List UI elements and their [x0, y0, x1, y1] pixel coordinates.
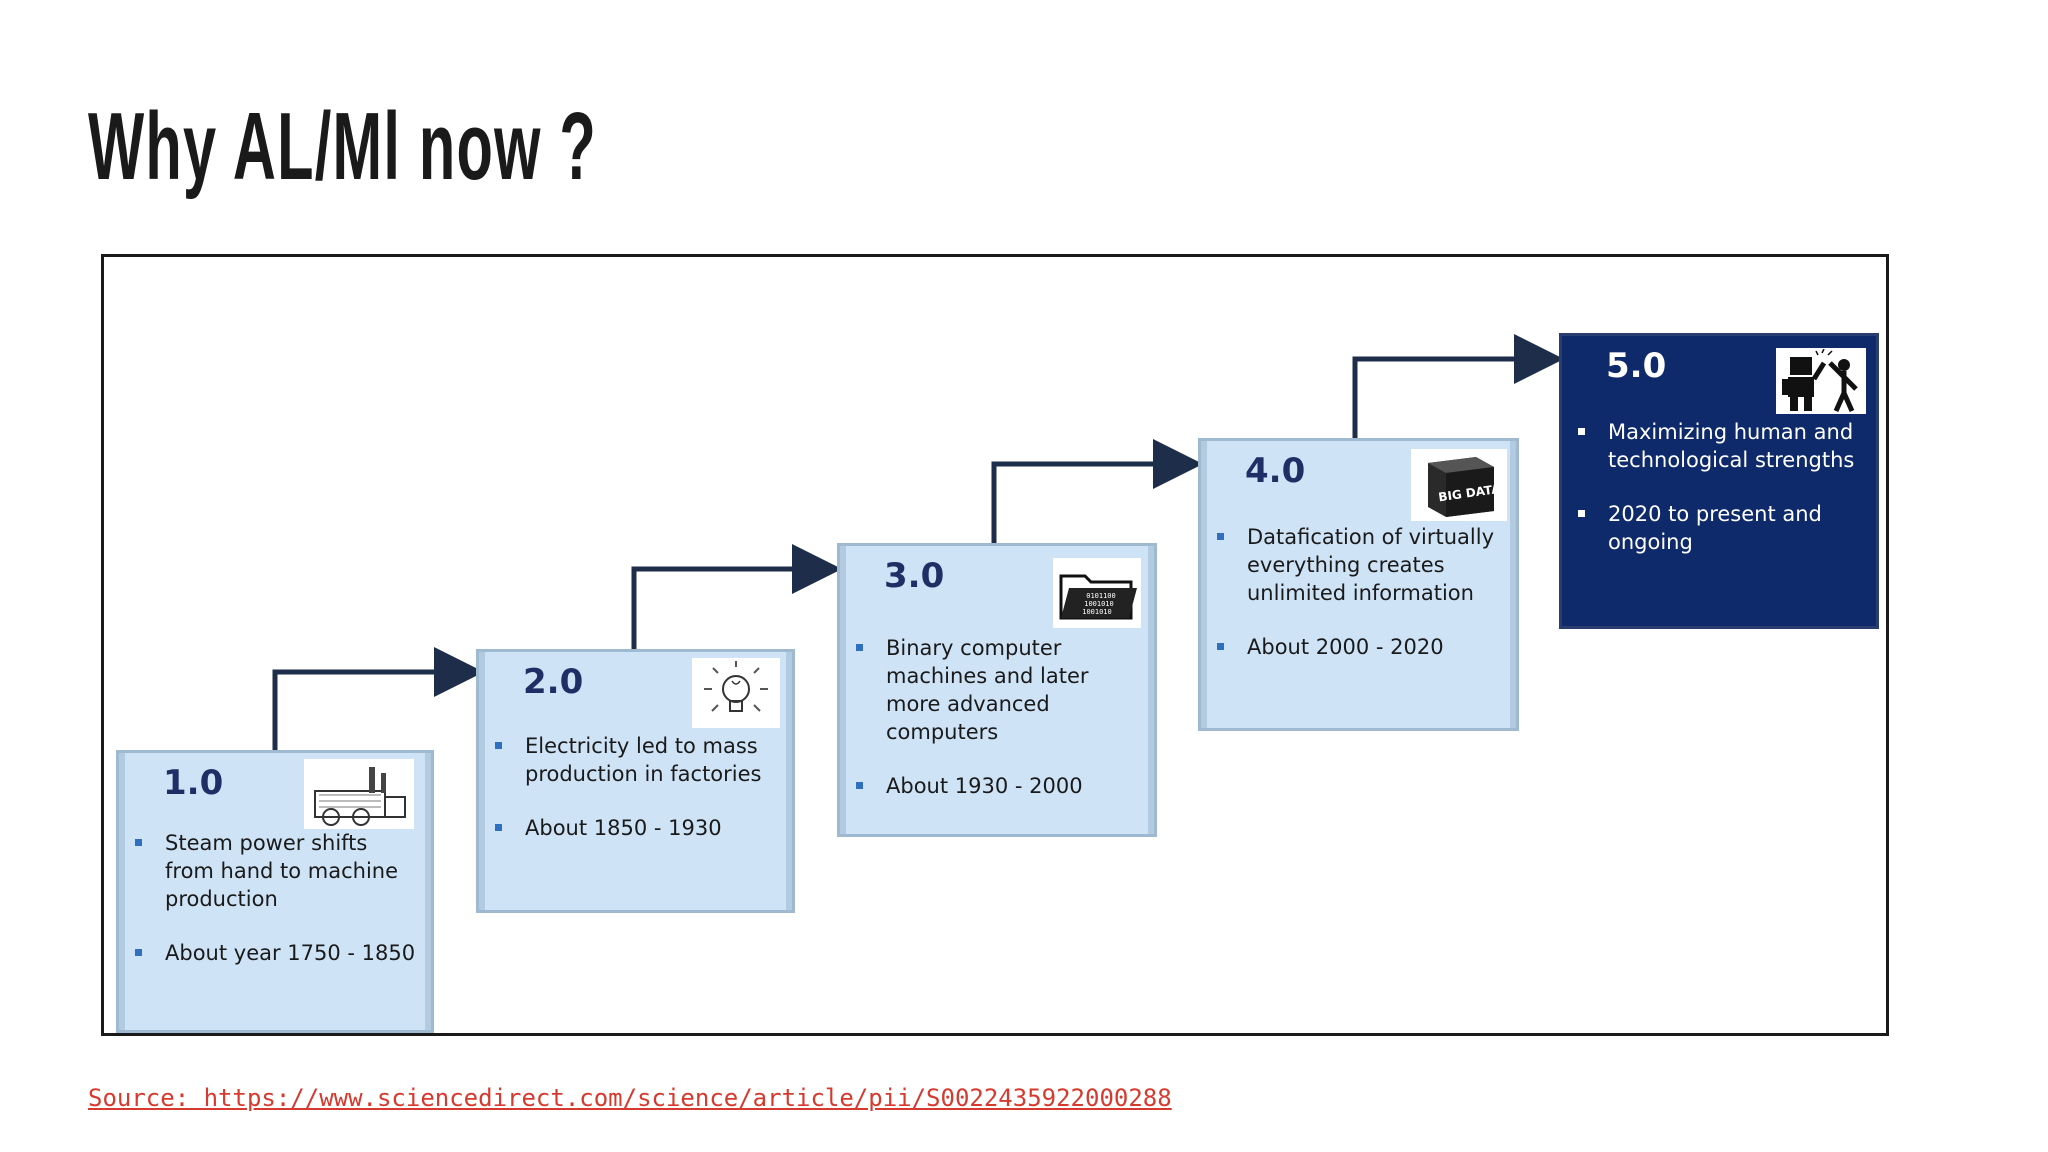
stage-bullets: Maximizing human and technological stren… [1578, 418, 1866, 582]
stage-bullet: Binary computer machines and later more … [856, 634, 1144, 746]
steam-engine-icon [304, 759, 414, 829]
slide-title: Why AL/Ml now ? [88, 93, 598, 200]
stage-bullet: About 2000 - 2020 [1217, 633, 1506, 661]
stage-bullet: Datafication of virtually everything cre… [1217, 523, 1506, 607]
industry-evolution-diagram: 1.0 Steam power shifts from hand to mach… [101, 254, 1889, 1036]
stage-4: 4.0 BIG DATA Datafication of virtually e… [1198, 438, 1519, 731]
binary-folder-icon: 0101100 1001010 1001010 [1053, 558, 1141, 628]
robot-human-high-five-icon [1776, 348, 1866, 414]
connector-arrow [631, 544, 842, 649]
stage-bullets: Binary computer machines and later more … [856, 634, 1144, 826]
stage-bullets: Steam power shifts from hand to machine … [135, 829, 421, 993]
stage-bullet: 2020 to present and ongoing [1578, 500, 1866, 556]
stage-number: 4.0 [1245, 451, 1306, 491]
stage-bullet: About year 1750 - 1850 [135, 939, 421, 967]
stage-bullets: Electricity led to mass production in fa… [495, 732, 782, 868]
stage-5: 5.0 Maximizing human and technological s… [1559, 333, 1879, 629]
light-bulb-icon [692, 658, 780, 728]
stage-bullet: Electricity led to mass production in fa… [495, 732, 782, 788]
binary-text: 0101100 [1086, 592, 1116, 600]
stage-number: 5.0 [1606, 346, 1667, 386]
connector-arrow [991, 439, 1203, 543]
stage-number: 1.0 [163, 763, 224, 803]
stage-bullet: About 1930 - 2000 [856, 772, 1144, 800]
source-link[interactable]: Source: https://www.sciencedirect.com/sc… [88, 1084, 1172, 1112]
stage-bullets: Datafication of virtually everything cre… [1217, 523, 1506, 687]
stage-number: 2.0 [523, 662, 584, 702]
big-data-cube-icon: BIG DATA [1411, 449, 1507, 521]
stage-3: 3.0 0101100 1001010 1001010 Binary compu… [837, 543, 1157, 837]
binary-text: 1001010 [1082, 608, 1112, 616]
stage-bullet: Maximizing human and technological stren… [1578, 418, 1866, 474]
stage-1: 1.0 Steam power shifts from hand to mach… [116, 750, 434, 1033]
stage-number: 3.0 [884, 556, 945, 596]
stage-bullet: Steam power shifts from hand to machine … [135, 829, 421, 913]
stage-connectors [272, 334, 1564, 750]
binary-text: 1001010 [1084, 600, 1114, 608]
stage-bullet: About 1850 - 1930 [495, 814, 782, 842]
connector-arrow [1352, 334, 1564, 438]
connector-arrow [272, 647, 484, 750]
stage-2: 2.0 Electricity led to mass production i… [476, 649, 795, 913]
